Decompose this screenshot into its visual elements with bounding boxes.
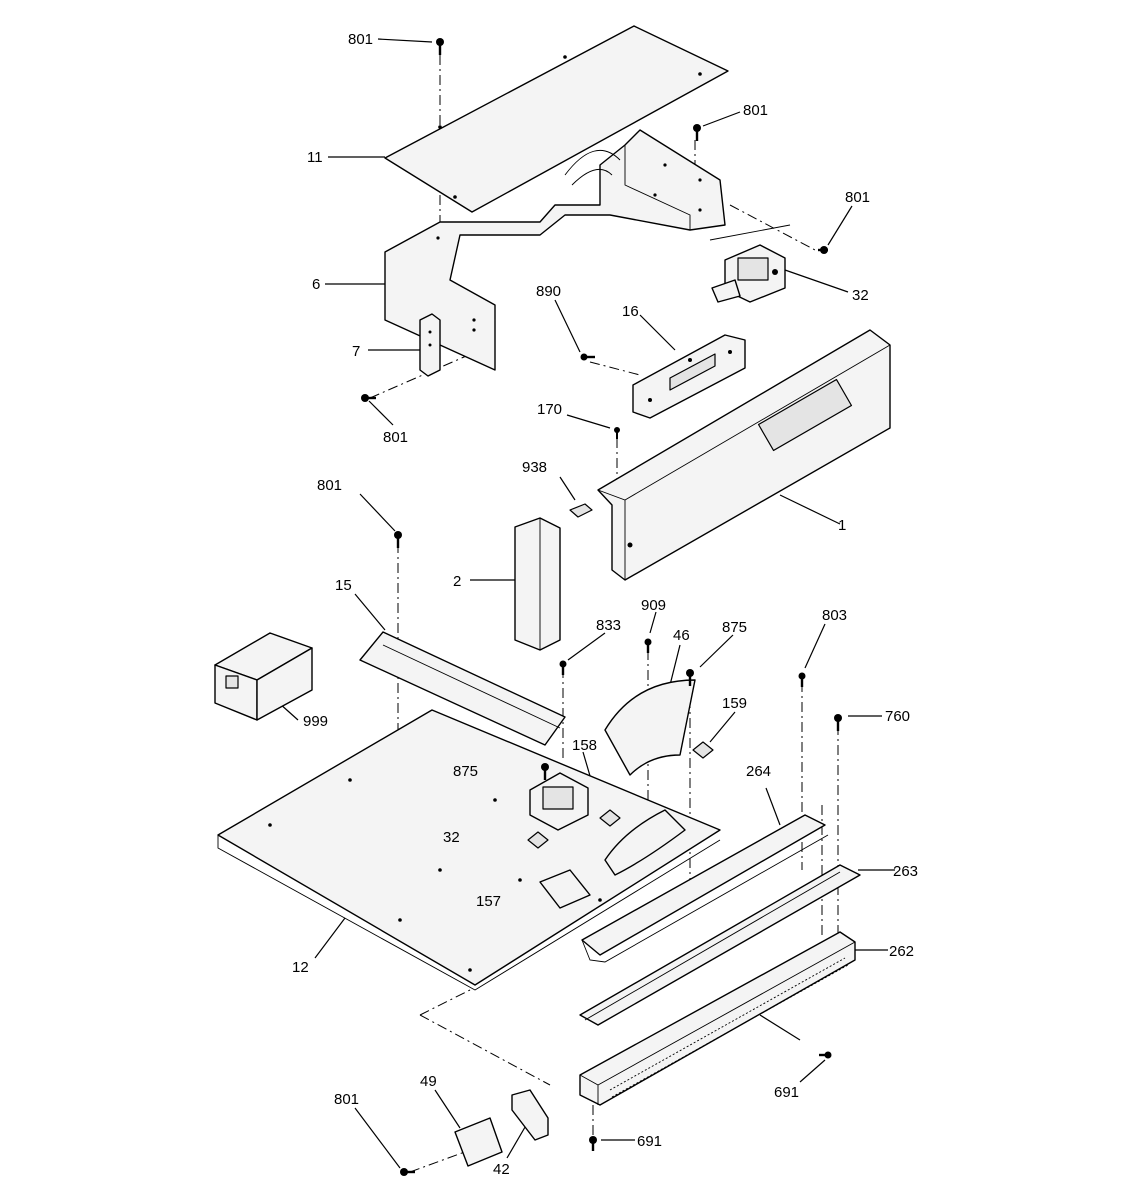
part-number-label: 7: [352, 343, 360, 360]
part-number-label: 159: [722, 695, 747, 712]
part-number-label: 801: [348, 31, 373, 48]
part-number-label: 691: [774, 1084, 799, 1101]
deflector-46: [604, 679, 696, 776]
part-number-label: 12: [292, 959, 309, 976]
part-number-label: 262: [889, 943, 914, 960]
part-number-label: 157: [476, 893, 501, 910]
part-number-label: 264: [746, 763, 771, 780]
top-cover-panel: [384, 25, 729, 213]
part-number-label: 2: [453, 573, 461, 590]
part-number-label: 32: [852, 287, 869, 304]
part-number-label: 158: [572, 737, 597, 754]
plate-49-and-bracket-42: [454, 1089, 549, 1167]
part-number-label: 42: [493, 1161, 510, 1178]
part-number-label: 909: [641, 597, 666, 614]
rail-263: [579, 864, 861, 1026]
part-number-label: 803: [822, 607, 847, 624]
part-number-label: 6: [312, 276, 320, 293]
part-number-label: 49: [420, 1073, 437, 1090]
part-number-label: 1: [838, 517, 846, 534]
base-plate-12: [217, 709, 721, 991]
side-trim-2: [514, 517, 561, 651]
vent-grille-262: [579, 931, 856, 1106]
part-number-label: 938: [522, 459, 547, 476]
part-number-label: 801: [383, 429, 408, 446]
part-number-label: 760: [885, 708, 910, 725]
part-number-label: 890: [536, 283, 561, 300]
part-number-label: 801: [317, 477, 342, 494]
bracket-7: [419, 313, 441, 377]
fan-motor-bottom: [529, 772, 589, 831]
callout-labels: 8011180180163289016780117093880112159098…: [292, 31, 918, 1178]
part-number-label: 875: [453, 763, 478, 780]
part-number-label: 263: [893, 863, 918, 880]
part-number-label: 46: [673, 627, 690, 644]
part-number-label: 833: [596, 617, 621, 634]
part-number-label: 691: [637, 1133, 662, 1150]
clip-938: [569, 503, 593, 518]
rail-264: [581, 814, 829, 963]
part-number-label: 16: [622, 303, 639, 320]
fan-motor-top: [709, 224, 791, 303]
part-number-label: 170: [537, 401, 562, 418]
part-number-label: 875: [722, 619, 747, 636]
control-panel: [597, 329, 891, 581]
part-number-label: 801: [845, 189, 870, 206]
part-number-label: 801: [743, 102, 768, 119]
part-number-label: 999: [303, 713, 328, 730]
part-number-label: 32: [443, 829, 460, 846]
control-board: [632, 334, 746, 419]
screws: [361, 38, 842, 1176]
part-number-label: 11: [307, 149, 323, 166]
rear-frame: [384, 129, 726, 371]
box-999: [214, 632, 313, 721]
part-number-label: 15: [335, 577, 352, 594]
part-number-label: 801: [334, 1091, 359, 1108]
bracket-15: [359, 631, 566, 746]
small-brackets: [527, 741, 714, 909]
